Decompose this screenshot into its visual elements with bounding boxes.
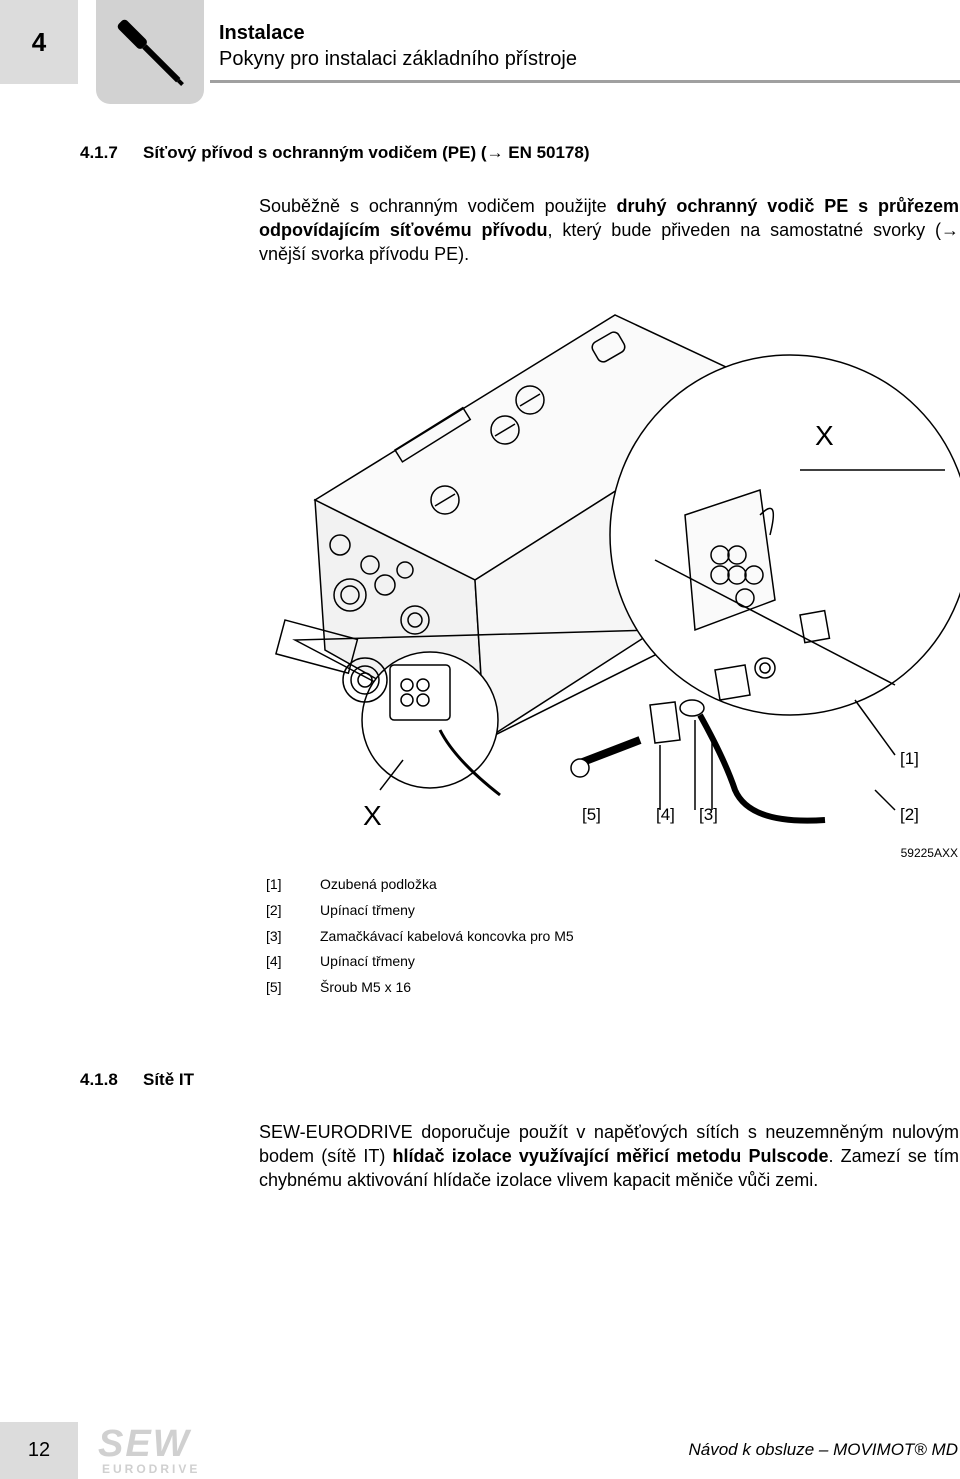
legend-text: Ozubená podložka: [320, 876, 437, 892]
figure-label-4: [4]: [656, 805, 675, 824]
legend-text: Upínací třmeny: [320, 902, 415, 918]
paragraph-text: SEW-EURODRIVE doporučuje použít v napěťo…: [259, 1122, 959, 1166]
legend-item: [4] Upínací třmeny: [266, 953, 415, 969]
section-paragraph: Souběžně s ochranným vodičem použijte dr…: [259, 194, 959, 266]
section-number: 4.1.7: [80, 143, 118, 162]
paragraph-text: Souběžně s ochranným vodičem použijte: [259, 196, 617, 216]
chapter-title: Instalace: [219, 22, 305, 44]
legend-item: [5] Šroub M5 x 16: [266, 979, 411, 995]
installation-figure: [275, 314, 960, 824]
paragraph-text: . Zamezí se tím chybnému aktivování hlíd…: [259, 1146, 960, 1190]
legend-item: [1] Ozubená podložka: [266, 876, 437, 892]
screwdriver-icon: [96, 0, 204, 104]
figure-label-x-top: X: [815, 420, 834, 451]
figure-label-x-bottom: X: [363, 800, 382, 831]
header-divider: [210, 80, 960, 83]
legend-item: [3] Zamačkávací kabelová koncovka pro M5: [266, 928, 574, 944]
paragraph-bold: hlídač izolace využívající měřicí metodu…: [392, 1146, 829, 1166]
figure-label-3: [3]: [699, 805, 718, 824]
section-title: Sítě IT: [143, 1070, 195, 1089]
legend-code: [4]: [266, 953, 282, 969]
legend-text: Zamačkávací kabelová koncovka pro M5: [320, 928, 574, 944]
figure-label-2: [2]: [900, 805, 919, 824]
legend-code: [2]: [266, 902, 282, 918]
legend-text: Upínací třmeny: [320, 953, 415, 969]
paragraph-bold: druhý ochranný vodič PE s průřezem odpov…: [259, 196, 959, 240]
figure-code: 59225AXX: [900, 846, 958, 860]
document-title: Návod k obsluze – MOVIMOT® MD: [688, 1440, 959, 1459]
legend-item: [2] Upínací třmeny: [266, 902, 415, 918]
legend-code: [5]: [266, 979, 282, 995]
chapter-subtitle: Pokyny pro instalaci základního přístroj…: [219, 48, 577, 70]
figure-label-5: [5]: [582, 805, 601, 824]
page-number: 12: [0, 1422, 78, 1479]
legend-code: [1]: [266, 876, 282, 892]
section-paragraph: SEW-EURODRIVE doporučuje použít v napěťo…: [259, 1120, 959, 1192]
section-title: Síťový přívod s ochranným vodičem (PE) (…: [143, 143, 590, 162]
logo-top: SEW: [98, 1423, 191, 1465]
chapter-number: 4: [0, 0, 78, 84]
section-number: 4.1.8: [80, 1070, 118, 1089]
sew-eurodrive-logo: SEW EURODRIVE: [98, 1423, 201, 1476]
paragraph-text: , který bude přiveden na samostatné svor…: [259, 220, 959, 264]
legend-code: [3]: [266, 928, 282, 944]
legend-text: Šroub M5 x 16: [320, 979, 412, 995]
logo-bottom: EURODRIVE: [102, 1462, 201, 1476]
figure-label-1: [1]: [900, 749, 919, 768]
